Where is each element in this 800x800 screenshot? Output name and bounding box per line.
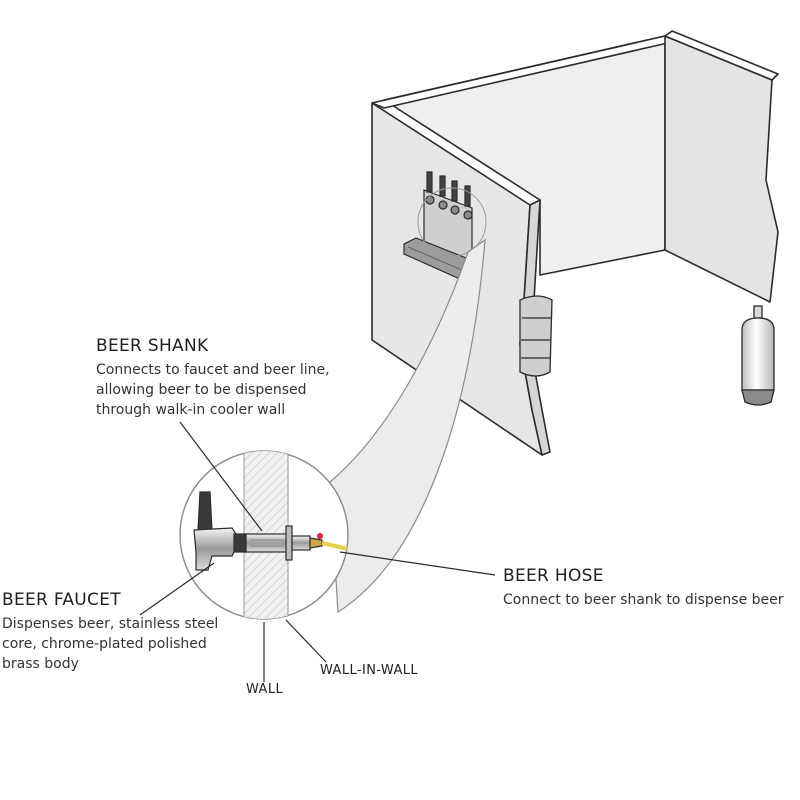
- hose-leader: [339, 551, 496, 576]
- beer-shank-line-1: Connects to faucet and beer line,: [96, 362, 330, 378]
- beer-faucet-line-2: core, chrome-plated polished: [2, 636, 207, 652]
- tap-handles: [426, 171, 471, 207]
- barrel: [519, 295, 553, 377]
- beer-shank-title: BEER SHANK: [96, 336, 209, 356]
- beer-faucet-title: BEER FAUCET: [2, 590, 121, 610]
- beer-tower: [403, 171, 487, 281]
- tap-spouts: [425, 195, 473, 220]
- valve-icon: [317, 533, 323, 539]
- shank-leader: [179, 421, 263, 532]
- wall-in-wall-leader: [285, 619, 327, 663]
- beer-hose-description: Connect to beer shank to dispense beer: [503, 590, 784, 610]
- cooler-walls: [371, 30, 779, 456]
- detail-circle: [179, 450, 349, 620]
- beer-faucet-line-3: brass body: [2, 656, 79, 672]
- right-wall-top-edge: [664, 30, 779, 81]
- wall-label: WALL: [246, 682, 284, 697]
- zoom-beam: [329, 238, 486, 614]
- wall-in-wall-label: WALL-IN-WALL: [320, 663, 419, 678]
- beer-hose-title: BEER HOSE: [503, 566, 604, 586]
- hose-detail: [321, 541, 348, 554]
- beer-faucet-description: Dispenses beer, stainless steel core, ch…: [2, 614, 218, 674]
- beer-shank-description: Connects to faucet and beer line, allowi…: [96, 360, 330, 420]
- faucet-detail: [193, 491, 247, 571]
- beer-shank-line-2: allowing beer to be dispensed: [96, 382, 307, 398]
- tower-highlight-circle: [417, 187, 487, 257]
- beer-shank-line-3: through walk-in cooler wall: [96, 402, 286, 418]
- beer-hose-line-1: Connect to beer shank to dispense beer: [503, 592, 784, 608]
- beer-faucet-line-1: Dispenses beer, stainless steel: [2, 616, 219, 632]
- leader-lines: [139, 421, 496, 682]
- faucet-leader: [139, 562, 215, 616]
- gas-cylinder: [741, 305, 775, 406]
- shank-detail: [245, 525, 323, 561]
